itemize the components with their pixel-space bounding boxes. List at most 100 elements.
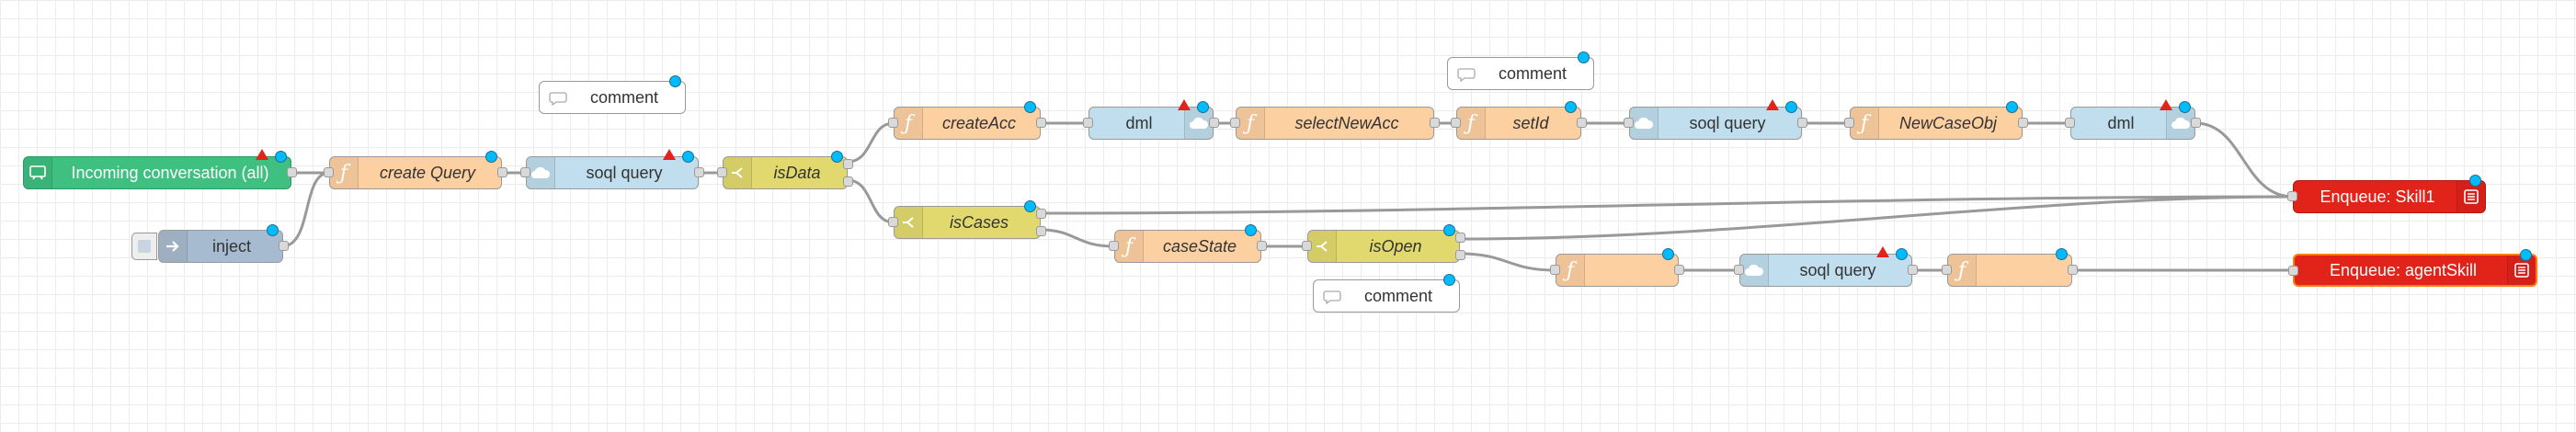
- output-port[interactable]: [1209, 118, 1219, 128]
- wire: [1040, 195, 2294, 215]
- input-port[interactable]: [1624, 118, 1634, 128]
- chat-in-icon: [24, 157, 52, 188]
- input-port[interactable]: [2287, 191, 2297, 201]
- node-label: Incoming conversation (all): [71, 163, 269, 182]
- case-state-node[interactable]: ƒ caseState: [1109, 224, 1267, 263]
- dml-node[interactable]: dml: [2065, 99, 2201, 140]
- output-port[interactable]: [2018, 118, 2028, 128]
- output-port[interactable]: [1036, 209, 1046, 219]
- output-port[interactable]: [1036, 118, 1046, 128]
- output-port[interactable]: [2191, 118, 2201, 128]
- output-port[interactable]: [843, 159, 853, 169]
- is-open-switch-node[interactable]: isOpen: [1302, 224, 1465, 263]
- node-label: Enqueue: agentSkill: [2329, 260, 2478, 279]
- input-port[interactable]: [1844, 118, 1854, 128]
- node-label: inject: [211, 236, 252, 256]
- create-acc-node[interactable]: ƒ createAcc: [888, 101, 1046, 140]
- input-port[interactable]: [1550, 265, 1560, 275]
- soql-query-node[interactable]: soql query: [1734, 246, 1918, 287]
- function-icon: ƒ: [330, 157, 359, 188]
- output-port[interactable]: [1797, 118, 1807, 128]
- warning-triangle-icon: [1876, 246, 1889, 257]
- soql-query-node[interactable]: soql query: [1624, 99, 1807, 140]
- wire: [1459, 252, 1556, 272]
- status-dot: [1785, 101, 1797, 113]
- soql-query-node[interactable]: soql query: [520, 149, 704, 189]
- comment-label: comment: [589, 87, 659, 107]
- create-query-node[interactable]: ƒ create Query: [324, 151, 507, 189]
- status-dot: [1443, 274, 1455, 286]
- output-port[interactable]: [1674, 265, 1684, 275]
- is-data-switch-node[interactable]: isData: [717, 151, 853, 189]
- input-port[interactable]: [1230, 118, 1240, 128]
- input-port[interactable]: [1734, 265, 1744, 275]
- incoming-conversation-node[interactable]: Incoming conversation (all): [23, 149, 297, 189]
- cloud-icon: [1184, 108, 1213, 139]
- output-port[interactable]: [279, 241, 289, 251]
- set-id-node[interactable]: ƒ setId: [1451, 101, 1587, 140]
- enqueue-agent-skill-node[interactable]: Enqueue: agentSkill: [2288, 249, 2537, 287]
- function-node[interactable]: ƒ: [1942, 248, 2078, 287]
- input-port[interactable]: [1302, 241, 1312, 251]
- switch-icon: [895, 207, 923, 238]
- output-port[interactable]: [497, 167, 507, 177]
- switch-icon: [724, 157, 752, 188]
- function-icon: ƒ: [1115, 231, 1144, 262]
- enqueue-skill1-node[interactable]: Enqueue: Skill1: [2287, 175, 2486, 213]
- input-port[interactable]: [520, 167, 530, 177]
- input-port[interactable]: [324, 167, 334, 177]
- input-port[interactable]: [2288, 266, 2298, 276]
- speech-bubble-icon: [549, 92, 567, 106]
- warning-triangle-icon: [1178, 99, 1191, 110]
- input-port[interactable]: [1451, 118, 1461, 128]
- status-dot: [1024, 200, 1036, 212]
- input-port[interactable]: [1109, 241, 1119, 251]
- input-port[interactable]: [888, 118, 898, 128]
- inject-trigger-button[interactable]: [131, 233, 157, 260]
- comment-node[interactable]: comment: [1447, 51, 1594, 90]
- output-port[interactable]: [287, 167, 297, 177]
- output-port[interactable]: [694, 167, 704, 177]
- node-label: selectNewAcc: [1294, 113, 1399, 132]
- warning-triangle-icon: [1766, 99, 1779, 110]
- input-port[interactable]: [1083, 118, 1093, 128]
- output-port[interactable]: [2068, 265, 2078, 275]
- comment-label: comment: [1363, 286, 1433, 305]
- dml-node[interactable]: dml: [1083, 99, 1219, 140]
- comment-node[interactable]: comment: [1313, 274, 1460, 313]
- input-port[interactable]: [2065, 118, 2075, 128]
- input-port[interactable]: [888, 217, 898, 227]
- output-port[interactable]: [1455, 233, 1465, 243]
- function-icon: ƒ: [1851, 108, 1879, 139]
- node-label: isCases: [949, 212, 1009, 232]
- status-dot: [2520, 249, 2532, 261]
- new-case-obj-node[interactable]: ƒ NewCaseObj: [1844, 101, 2028, 140]
- function-node[interactable]: ƒ: [1550, 248, 1684, 287]
- output-port[interactable]: [1257, 241, 1267, 251]
- output-port[interactable]: [1036, 226, 1046, 236]
- output-port[interactable]: [1430, 118, 1440, 128]
- input-port[interactable]: [717, 167, 727, 177]
- output-port[interactable]: [1908, 265, 1918, 275]
- status-dot: [2056, 248, 2068, 260]
- cloud-icon: [1740, 255, 1769, 286]
- speech-bubble-icon: [1457, 68, 1476, 82]
- status-dot: [1245, 224, 1257, 236]
- select-new-acc-node[interactable]: ƒ selectNewAcc: [1230, 107, 1440, 140]
- output-port[interactable]: [843, 176, 853, 187]
- status-dot: [1443, 224, 1455, 236]
- comment-label: comment: [1498, 63, 1567, 83]
- status-dot: [1662, 248, 1674, 260]
- input-port[interactable]: [1942, 265, 1952, 275]
- output-port[interactable]: [1577, 118, 1587, 128]
- inject-node[interactable]: inject: [131, 224, 289, 263]
- status-dot: [682, 151, 694, 163]
- is-cases-switch-node[interactable]: isCases: [888, 200, 1046, 239]
- queue-icon: [2507, 256, 2536, 285]
- warning-triangle-icon: [663, 149, 676, 160]
- output-port[interactable]: [1455, 250, 1465, 260]
- inject-arrow-icon: [159, 231, 188, 262]
- node-label: NewCaseObj: [1898, 113, 1998, 132]
- status-dot: [2179, 101, 2191, 113]
- comment-node[interactable]: comment: [539, 75, 686, 114]
